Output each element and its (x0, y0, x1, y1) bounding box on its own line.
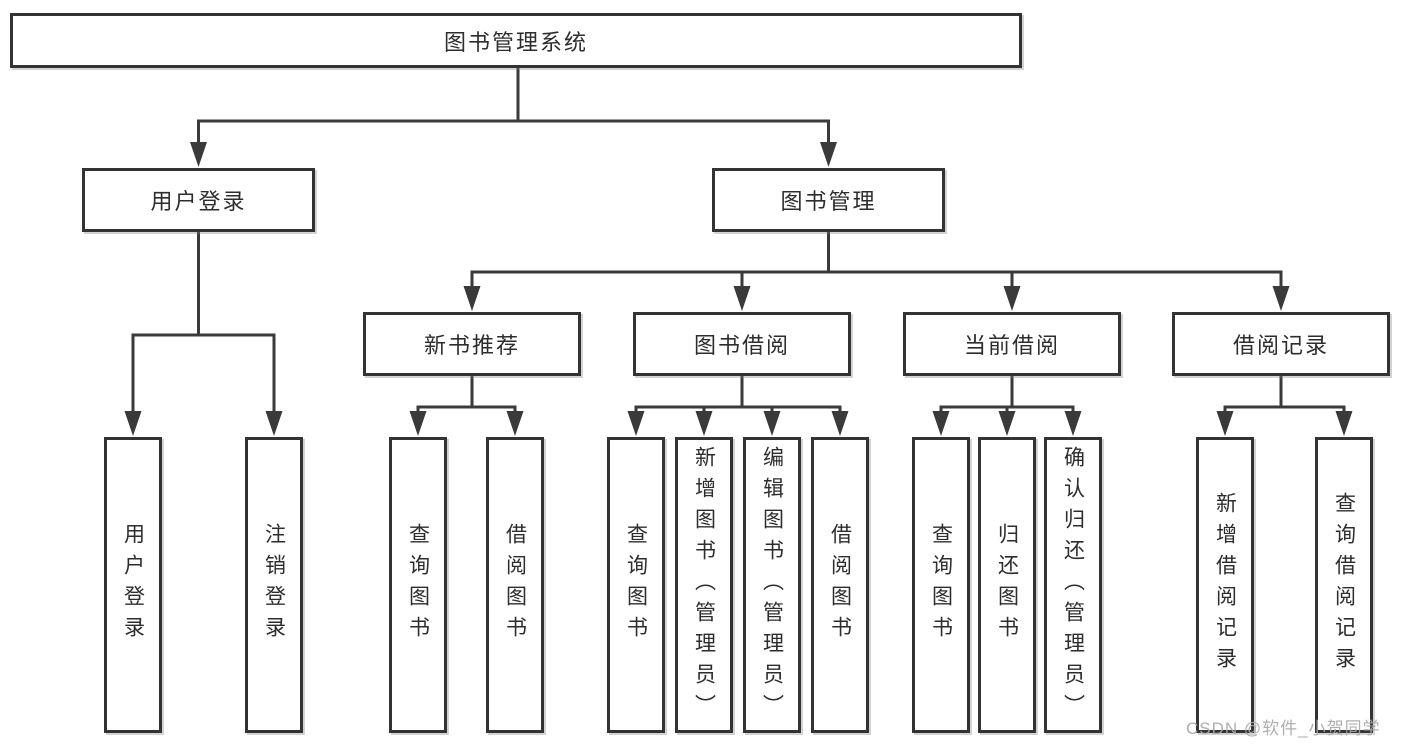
node-book-borrow-label: 图书借阅 (693, 333, 790, 358)
leaf-add-borrow-record-label: 新增借阅记录 (1213, 492, 1237, 678)
leaf-return-book: 归还图书 (978, 437, 1036, 733)
arrowhead-icon (190, 142, 207, 167)
arrowhead-icon (763, 411, 781, 436)
node-book-management-label: 图书管理 (780, 189, 877, 214)
leaf-return-book-label: 归还图书 (995, 523, 1019, 647)
leaf-add-book-admin-label: 新增图书（管理员） (692, 445, 716, 725)
leaf-borrow-books-recommend-label: 借阅图书 (503, 523, 527, 647)
leaf-user-login: 用户登录 (104, 437, 162, 733)
arrowhead-icon (506, 411, 524, 436)
node-user-login-label: 用户登录 (150, 189, 247, 214)
leaf-add-borrow-record: 新增借阅记录 (1196, 437, 1254, 733)
node-borrow-records-label: 借阅记录 (1232, 333, 1329, 358)
leaf-borrow-books-recommend: 借阅图书 (486, 437, 544, 733)
leaf-query-books-recommend: 查询图书 (389, 437, 447, 733)
arrowhead-icon (1272, 286, 1290, 311)
node-new-book-recommend: 新书推荐 (363, 312, 581, 376)
leaf-query-borrow-record-label: 查询借阅记录 (1332, 492, 1356, 678)
arrowhead-icon (409, 411, 427, 436)
arrowhead-icon (1003, 286, 1021, 311)
leaf-query-books-current-label: 查询图书 (929, 523, 953, 647)
leaf-query-borrow-record: 查询借阅记录 (1315, 437, 1373, 733)
node-book-management: 图书管理 (712, 168, 945, 232)
arrowhead-icon (124, 411, 142, 436)
leaf-confirm-return-admin-label: 确认归还（管理员） (1061, 445, 1085, 725)
leaf-query-books-current: 查询图书 (912, 437, 970, 733)
arrowhead-icon (998, 411, 1016, 436)
leaf-query-books-borrow: 查询图书 (607, 437, 665, 733)
arrowhead-icon (463, 286, 481, 311)
leaf-confirm-return-admin: 确认归还（管理员） (1044, 437, 1102, 733)
node-book-borrow: 图书借阅 (633, 312, 851, 376)
leaf-add-book-admin: 新增图书（管理员） (675, 437, 733, 733)
arrowhead-icon (733, 286, 751, 311)
node-root-label: 图书管理系统 (443, 29, 588, 55)
arrowhead-icon (1335, 411, 1353, 436)
watermark: CSDN @软件_小贺同学 (1186, 719, 1381, 738)
leaf-edit-book-admin: 编辑图书（管理员） (743, 437, 801, 733)
leaf-edit-book-admin-label: 编辑图书（管理员） (760, 445, 784, 725)
arrowhead-icon (1216, 411, 1234, 436)
leaf-borrow-books-label: 借阅图书 (828, 523, 852, 647)
leaf-query-books-recommend-label: 查询图书 (406, 523, 430, 647)
arrowhead-icon (831, 411, 849, 436)
leaf-query-books-borrow-label: 查询图书 (624, 523, 648, 647)
node-current-borrow: 当前借阅 (903, 312, 1121, 376)
node-root: 图书管理系统 (10, 13, 1022, 68)
arrowhead-icon (1064, 411, 1082, 436)
arrowhead-icon (265, 411, 283, 436)
node-borrow-records: 借阅记录 (1172, 312, 1390, 376)
arrowhead-icon (820, 142, 837, 167)
node-current-borrow-label: 当前借阅 (963, 333, 1060, 358)
arrowhead-icon (932, 411, 950, 436)
leaf-user-login-label: 用户登录 (121, 523, 145, 647)
leaf-logout: 注销登录 (245, 437, 303, 733)
arrowhead-icon (627, 411, 645, 436)
arrowhead-icon (695, 411, 713, 436)
node-new-book-recommend-label: 新书推荐 (423, 333, 520, 358)
leaf-borrow-books: 借阅图书 (811, 437, 869, 733)
node-user-login: 用户登录 (82, 168, 315, 232)
leaf-logout-label: 注销登录 (262, 523, 286, 647)
